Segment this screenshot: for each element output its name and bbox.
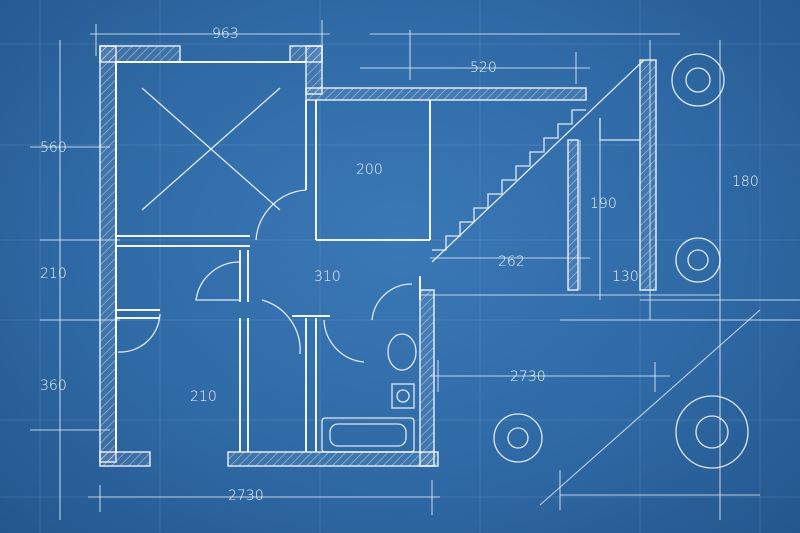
walls: [99, 45, 657, 467]
dim-bottom-width: 2730: [228, 488, 264, 504]
dim-left-top-height: 560: [40, 140, 67, 156]
room-label-hall: 310: [314, 269, 341, 285]
column-marker-bottom-right: [675, 395, 749, 469]
dim-top-width: 963: [212, 26, 239, 42]
dim-stair-width: 262: [498, 254, 525, 270]
column-markers: [493, 53, 749, 469]
dim-right-top-height: 180: [732, 174, 759, 190]
column-marker-middle: [675, 237, 721, 283]
column-marker-top: [671, 53, 725, 107]
room-label-lower-left: 210: [190, 389, 217, 405]
dim-left-mid-height: 210: [40, 266, 67, 282]
dim-stair-height: 190: [590, 196, 617, 212]
room-details: [117, 59, 645, 453]
dim-left-bottom-height: 360: [40, 378, 67, 394]
dim-top-right-width: 520: [470, 60, 497, 76]
dim-right-mid-width: 2730: [510, 369, 546, 385]
column-marker-bottom-left: [493, 413, 543, 463]
dim-stair-small: 130: [612, 269, 639, 285]
room-label-upper-middle: 200: [356, 162, 383, 178]
room-labels: 200 310 210: [190, 162, 383, 405]
dimension-labels: 963 520 560 210 360 2730 2730 180 190 26…: [40, 26, 759, 504]
